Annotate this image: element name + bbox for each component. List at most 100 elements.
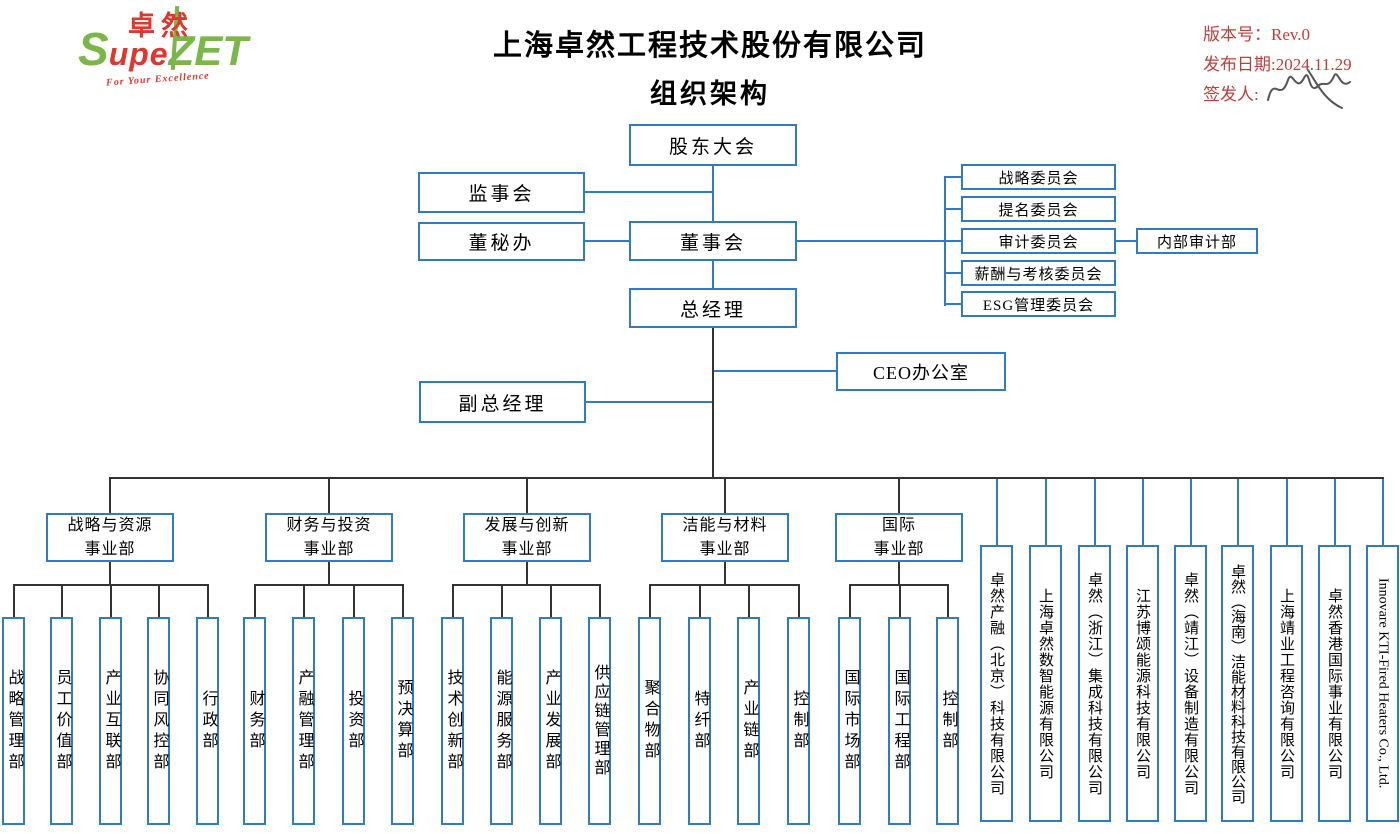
connector-line (599, 584, 601, 617)
connector-line (1142, 478, 1144, 545)
box-shareholders-meeting: 股东大会 (629, 124, 797, 166)
connector-line (1382, 478, 1384, 545)
connector-line (110, 584, 112, 617)
subsidiary-box-zhuoran-jingjiang-equipment: 卓然（靖江）设备制造有限公司 (1174, 545, 1207, 822)
dept-box-international-market: 国际市场部 (838, 617, 861, 825)
subsidiary-box-zhuoran-hainan-cleanenergy-materials: 卓然（海南）洁能材料科技有限公司 (1221, 545, 1254, 822)
connector-line (712, 328, 714, 478)
connector-line (303, 584, 305, 617)
connector-line (748, 584, 750, 617)
box-internal-audit-department: 内部审计部 (1136, 228, 1258, 254)
connector-line (254, 584, 256, 617)
connector-line (1237, 478, 1239, 545)
box-supervisory-board: 监事会 (418, 172, 585, 213)
signer-label: 签发人: (1203, 85, 1259, 104)
connector-line (944, 176, 946, 306)
signature-handwriting (1267, 69, 1351, 109)
connector-line (798, 584, 800, 617)
dept-box-industry-finance-management: 产融管理部 (292, 617, 315, 825)
connector-line (712, 166, 714, 221)
subsidiary-box-zhuoran-hongkong-international: 卓然香港国际事业有限公司 (1318, 545, 1351, 822)
connector-line (109, 477, 1384, 479)
subsidiary-box-shanghai-zhuoran-shuzhi-energy: 上海卓然数智能源有限公司 (1029, 545, 1062, 822)
box-ceo-office: CEO办公室 (836, 352, 1006, 391)
connector-line (849, 584, 851, 617)
box-division-international: 国际 事业部 (835, 513, 963, 562)
dept-box-budget-final-accounts: 预决算部 (391, 617, 414, 825)
subsidiary-box-zhuoran-zhejiang-integration: 卓然（浙江）集成科技有限公司 (1078, 545, 1111, 822)
subsidiary-box-zhuoran-chanrong-beijing: 卓然产融（北京）科技有限公司 (980, 545, 1013, 822)
connector-line (946, 176, 961, 178)
subsidiary-box-jiangsu-bosong-energy: 江苏博颂能源科技有限公司 (1126, 545, 1159, 822)
connector-line (353, 584, 355, 617)
connector-line (699, 584, 701, 617)
connector-line (585, 240, 629, 242)
connector-line (714, 370, 836, 372)
connector-line (501, 584, 503, 617)
connector-line (254, 584, 404, 586)
dept-box-technology-innovation: 技术创新部 (441, 617, 464, 825)
connector-line (526, 478, 528, 513)
connector-line (947, 584, 949, 617)
dept-box-special-fiber: 特纤部 (688, 617, 711, 825)
connector-line (1190, 478, 1192, 545)
connector-line (724, 478, 726, 513)
box-general-manager: 总经理 (629, 288, 797, 328)
dept-box-industry-development: 产业发展部 (539, 617, 562, 825)
page-title: 上海卓然工程技术股份有限公司 组织架构 (380, 22, 1040, 111)
box-board-secretary-office: 董秘办 (418, 222, 585, 261)
connector-line (1094, 478, 1096, 545)
box-division-cleanenergy-materials: 洁能与材料 事业部 (661, 513, 789, 562)
connector-line (946, 303, 961, 305)
box-committee-strategy: 战略委员会 (961, 164, 1116, 190)
box-division-strategy-resources: 战略与资源 事业部 (46, 513, 174, 562)
connector-line (1116, 240, 1136, 242)
connector-line (898, 478, 900, 513)
document-meta: 版本号：Rev.0 发布日期:2024.11.29 签发人: (1203, 20, 1352, 110)
connector-line (452, 584, 454, 617)
box-committee-remuneration-appraisal: 薪酬与考核委员会 (961, 260, 1116, 286)
dept-box-finance: 财务部 (243, 617, 266, 825)
connector-line (61, 584, 63, 617)
box-committee-esg: ESG管理委员会 (961, 291, 1116, 317)
version-label: 版本号：Rev.0 (1203, 25, 1311, 44)
chart-subtitle: 组织架构 (650, 79, 770, 109)
dept-box-industry-interconnection: 产业互联部 (99, 617, 122, 825)
dept-box-strategy-management: 战略管理部 (2, 617, 25, 825)
connector-line (13, 584, 15, 617)
connector-line (649, 584, 651, 617)
box-board-of-directors: 董事会 (629, 221, 797, 261)
supezet-logo: 卓然 SupeZET For Your Excellence (70, 4, 280, 96)
connector-line (550, 584, 552, 617)
dept-box-polymer: 聚合物部 (638, 617, 661, 825)
connector-line (585, 191, 713, 193)
subsidiary-box-shanghai-jingye-consulting: 上海靖业工程咨询有限公司 (1270, 545, 1303, 822)
box-committee-audit: 审计委员会 (961, 228, 1116, 254)
connector-line (328, 478, 330, 513)
subsidiary-box-innovare-kti-fired-heaters: Innovare KTI-Fired Heaters Co., Ltd. (1366, 545, 1399, 822)
connector-line (996, 478, 998, 545)
connector-line (712, 261, 714, 288)
connector-line (946, 240, 961, 242)
connector-line (899, 584, 901, 617)
connector-line (328, 562, 330, 585)
connector-line (1286, 478, 1288, 545)
logo-letter-s: S (78, 23, 109, 75)
logo-latin-text: SupeZET (78, 22, 248, 76)
logo-hanzi-text: 卓然 (128, 11, 194, 41)
dept-box-control-1: 控制部 (787, 617, 810, 825)
connector-line (724, 562, 726, 585)
dept-box-administration: 行政部 (196, 617, 219, 825)
logo-letters-zet: ZET (168, 27, 248, 74)
box-committee-nomination: 提名委员会 (961, 196, 1116, 222)
connector-line (402, 584, 404, 617)
dept-box-investment: 投资部 (342, 617, 365, 825)
dept-box-industry-chain: 产业链部 (737, 617, 760, 825)
dept-box-employee-value: 员工价值部 (50, 617, 73, 825)
company-name-title: 上海卓然工程技术股份有限公司 (492, 30, 927, 62)
connector-line (1045, 478, 1047, 545)
connector-line (1334, 478, 1336, 545)
connector-line (158, 584, 160, 617)
box-division-development-innovation: 发展与创新 事业部 (463, 513, 591, 562)
